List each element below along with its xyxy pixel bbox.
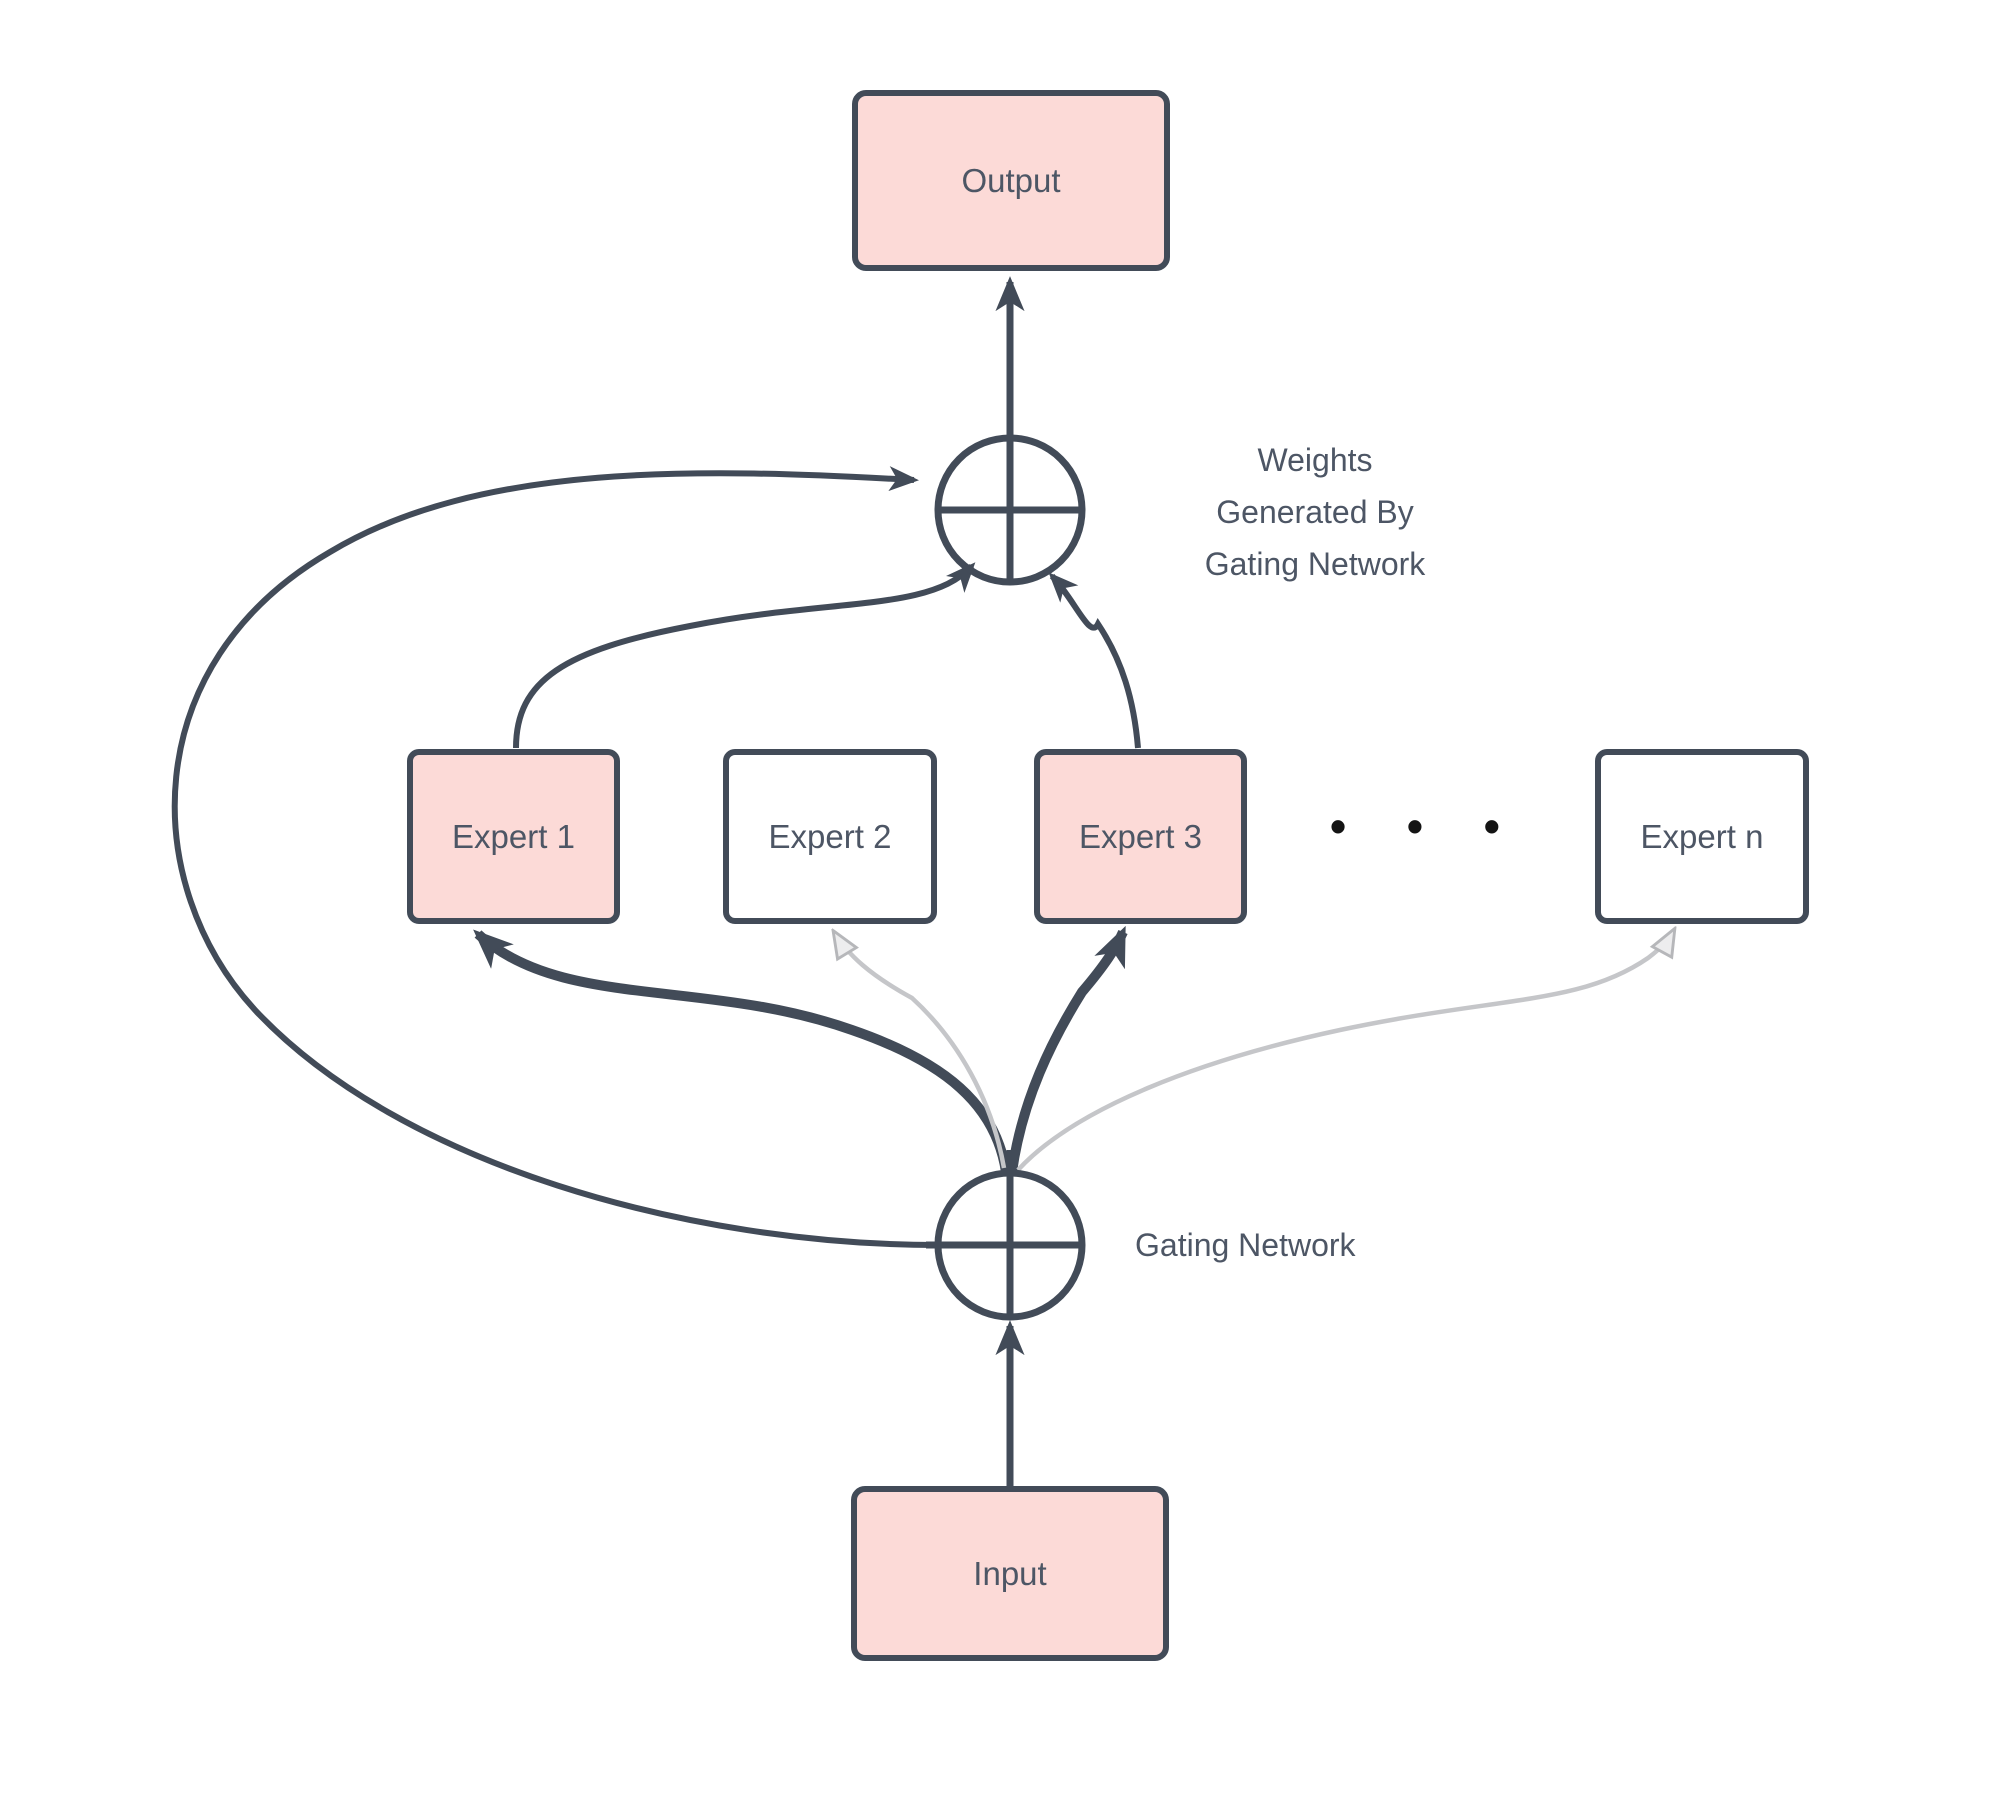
- node-output-label: Output: [961, 161, 1061, 199]
- node-expert-3-label: Expert 3: [1079, 817, 1202, 855]
- arrow-gating-to-expert3: [1007, 925, 1128, 1173]
- node-expert-n-label: Expert n: [1640, 817, 1764, 855]
- arrow-expert3-to-sum: [1048, 572, 1141, 749]
- node-expert-2: Expert 2: [723, 749, 937, 924]
- arrow-gating-to-expert2: [834, 932, 1007, 1169]
- arrow-gating-to-expert-n: [1016, 930, 1674, 1172]
- arrow-expert1-to-sum: [513, 562, 976, 749]
- node-output: Output: [852, 90, 1170, 271]
- node-input: Input: [851, 1486, 1169, 1661]
- weights-annotation-line: Gating Network: [1204, 546, 1426, 582]
- gating-sum-icon: [926, 1150, 1086, 1321]
- arrow-gating-to-expert1: [473, 929, 1011, 1173]
- node-expert-3: Expert 3: [1034, 749, 1247, 924]
- weighted-sum-icon: [934, 434, 1086, 586]
- experts-ellipsis: • • •: [1330, 800, 1524, 852]
- arrow-gating-to-sum-loop: [171, 466, 939, 1248]
- weights-annotation: Weights Generated By Gating Network: [1150, 434, 1480, 590]
- weights-annotation-line: Weights: [1257, 442, 1373, 478]
- node-expert-2-label: Expert 2: [768, 817, 892, 855]
- node-input-label: Input: [973, 1554, 1047, 1592]
- weights-annotation-line: Generated By: [1216, 494, 1414, 530]
- node-expert-1: Expert 1: [407, 749, 620, 924]
- gating-network-label: Gating Network: [1135, 1227, 1356, 1263]
- node-expert-n: Expert n: [1595, 749, 1809, 924]
- node-expert-1-label: Expert 1: [452, 817, 575, 855]
